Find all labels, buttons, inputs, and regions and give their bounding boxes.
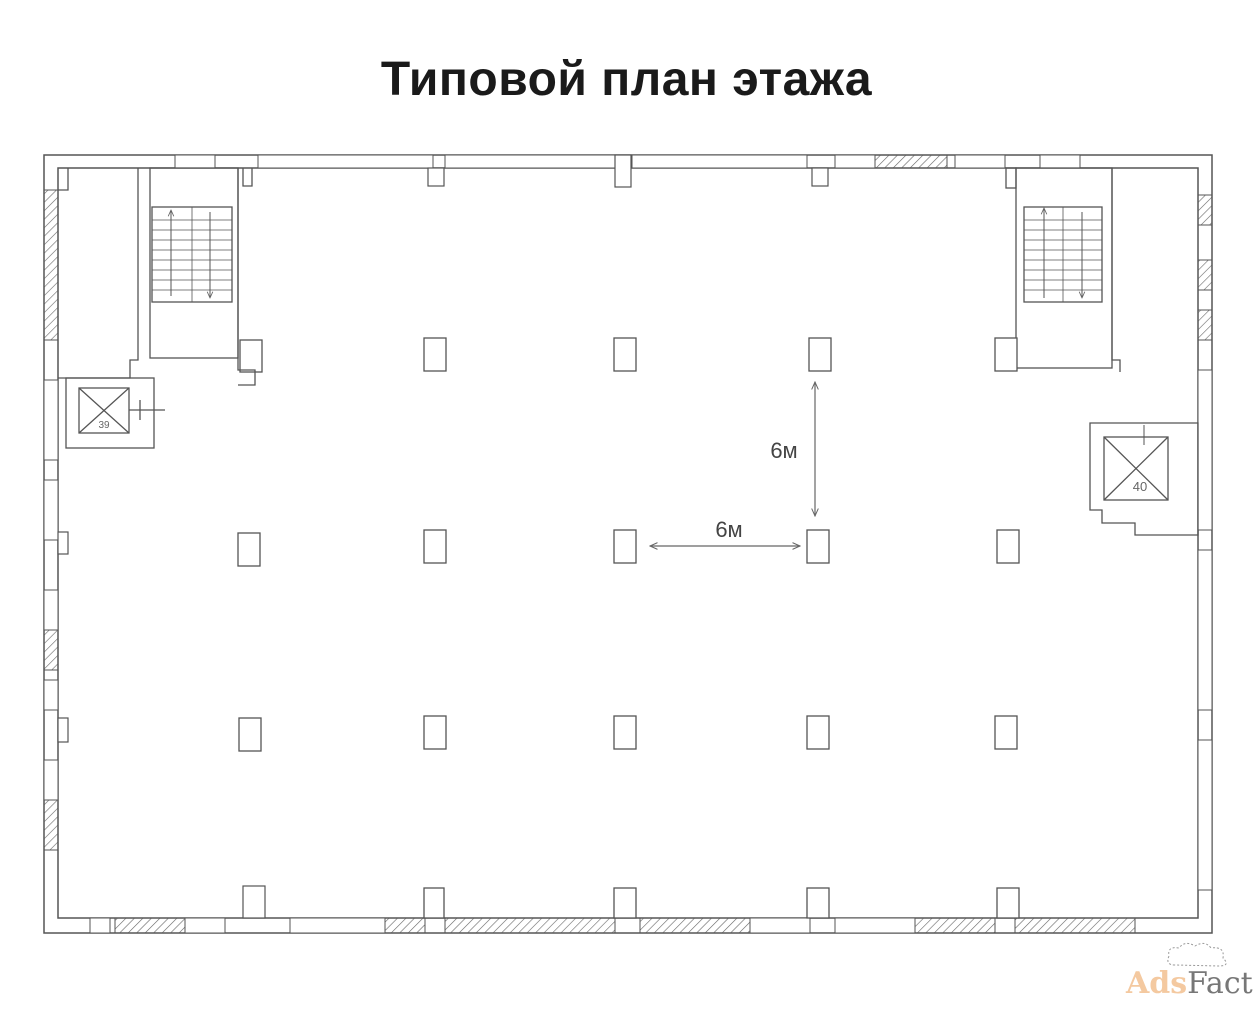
elevator-40-number: 40 <box>1133 479 1147 494</box>
page-title: Типовой план этажа <box>380 53 873 106</box>
watermark-logo: AdsFactory <box>1126 966 1253 1016</box>
stair-right <box>1005 167 1121 372</box>
dimension-horizontal-label: 6м <box>715 517 742 542</box>
windows-right <box>1197 194 1213 891</box>
watermark-cloud-icon <box>1167 942 1227 967</box>
dimension-vertical-label: 6м <box>770 438 797 463</box>
watermark-ads: Ads <box>1126 966 1188 1001</box>
wall-stubs <box>57 154 829 919</box>
windows-left <box>43 189 59 851</box>
elevator-39-number: 39 <box>98 420 110 431</box>
watermark-factory: Factory <box>1187 966 1253 1001</box>
windows-bottom <box>89 917 1136 934</box>
stair-left <box>58 167 263 386</box>
elevator-39 <box>65 377 165 449</box>
elevator-40 <box>1089 422 1199 536</box>
columns <box>237 337 1020 919</box>
